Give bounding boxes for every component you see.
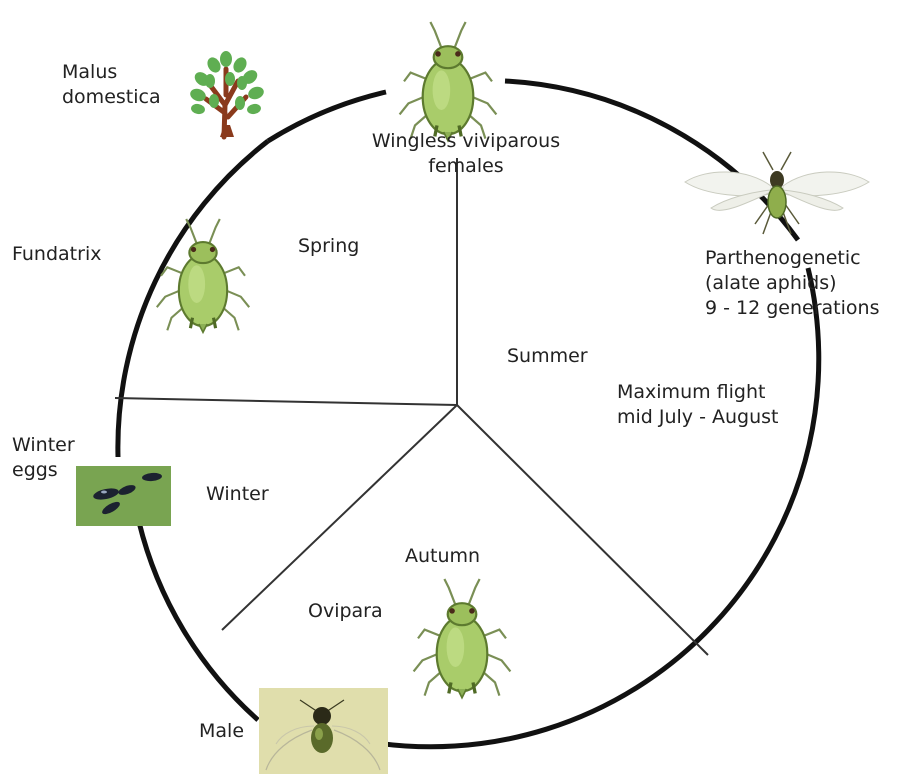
egg-photo bbox=[76, 466, 171, 526]
wingless-females-label: Wingless viviparous females bbox=[348, 129, 584, 179]
fundatrix-aphid-icon bbox=[157, 219, 249, 332]
divider-spring-winter bbox=[115, 398, 457, 405]
season-spring: Spring bbox=[298, 234, 359, 259]
divider-winter-autumn bbox=[222, 405, 457, 630]
apple-tree-icon bbox=[188, 51, 265, 137]
winged-aphid-icon bbox=[685, 152, 869, 234]
ovipara-aphid-icon bbox=[414, 579, 511, 698]
fundatrix-label: Fundatrix bbox=[12, 242, 101, 267]
winter-eggs-label: Winter eggs bbox=[12, 433, 75, 483]
season-summer: Summer bbox=[507, 344, 588, 369]
parthenogenetic-label: Parthenogenetic (alate aphids) 9 - 12 ge… bbox=[705, 246, 879, 321]
ovipara-label: Ovipara bbox=[308, 599, 383, 624]
season-autumn: Autumn bbox=[405, 544, 480, 569]
male-label: Male bbox=[199, 719, 244, 744]
host-plant-label: Malus domestica bbox=[62, 60, 161, 110]
male-aphid-photo bbox=[259, 688, 388, 774]
season-winter: Winter bbox=[206, 482, 269, 507]
maximum-flight-label: Maximum flight mid July - August bbox=[617, 380, 778, 430]
cycle-arc bbox=[139, 522, 258, 720]
divider-summer-autumn bbox=[457, 405, 708, 655]
wingless-aphid-icon bbox=[400, 22, 497, 141]
